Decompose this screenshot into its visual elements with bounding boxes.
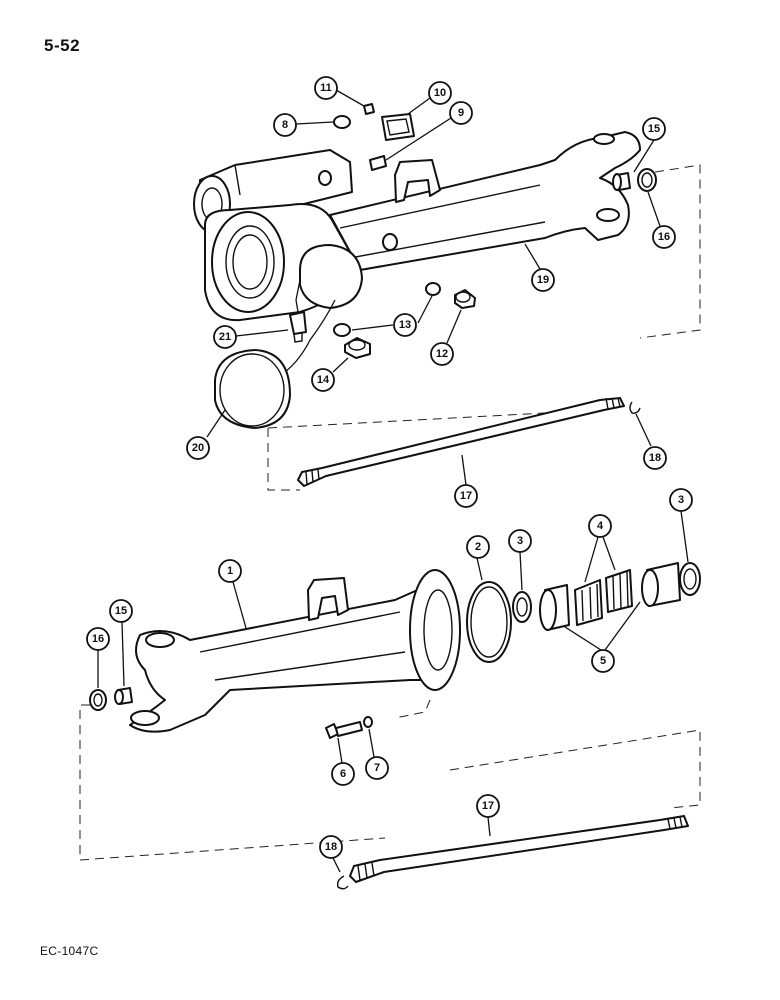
svg-text:18: 18	[649, 452, 661, 464]
svg-text:9: 9	[458, 107, 464, 119]
callout-14: 14	[311, 368, 335, 392]
figure-code: EC-1047C	[40, 944, 99, 958]
axle-shaft-17-lower	[349, 815, 689, 883]
svg-text:1: 1	[227, 565, 233, 577]
callout-18-lower: 18	[319, 835, 343, 859]
bearing-cone-4-right	[605, 569, 633, 613]
svg-text:21: 21	[219, 331, 231, 343]
bearing-cup-5-right	[641, 562, 681, 607]
snap-ring-18-lower	[336, 875, 349, 890]
svg-text:16: 16	[658, 231, 670, 243]
upper-axle-housing	[193, 131, 641, 373]
svg-text:5: 5	[600, 655, 606, 667]
callout-21: 21	[213, 325, 237, 349]
svg-text:16: 16	[92, 633, 104, 645]
svg-text:15: 15	[115, 605, 127, 617]
svg-text:6: 6	[340, 768, 346, 780]
callout-2: 2	[466, 535, 490, 559]
callout-7: 7	[365, 756, 389, 780]
cover-plate-10	[381, 113, 415, 141]
svg-text:13: 13	[399, 319, 411, 331]
callout-10: 10	[428, 81, 452, 105]
lower-axle-housing	[129, 569, 461, 733]
cap-screw-11	[363, 103, 375, 115]
plug-8	[333, 115, 351, 129]
callout-4: 4	[588, 514, 612, 538]
callout-15-upper: 15	[642, 117, 666, 141]
bushing-15-lower	[114, 687, 133, 705]
callout-18-upper: 18	[643, 446, 667, 470]
seal-16-lower	[89, 689, 107, 711]
callout-16-upper: 16	[652, 225, 676, 249]
washer-7	[363, 716, 373, 728]
callout-8: 8	[273, 113, 297, 137]
cap-20	[214, 349, 291, 429]
svg-text:20: 20	[192, 442, 204, 454]
sensor-21	[289, 311, 307, 343]
callout-19: 19	[531, 268, 555, 292]
page-number: 5-52	[44, 36, 81, 55]
callout-15-lower: 15	[109, 599, 133, 623]
callout-1: 1	[218, 559, 242, 583]
callout-17-upper: 17	[454, 484, 478, 508]
bearing-cup-5-left	[539, 584, 570, 631]
leader-lines	[97, 89, 689, 873]
callout-9: 9	[449, 101, 473, 125]
callout-6: 6	[331, 762, 355, 786]
svg-text:2: 2	[475, 541, 481, 553]
svg-text:15: 15	[648, 123, 660, 135]
svg-text:8: 8	[282, 119, 288, 131]
callout-3-right: 3	[669, 488, 693, 512]
svg-text:10: 10	[434, 87, 446, 99]
shim-3-right	[679, 562, 701, 596]
callout-12: 12	[430, 342, 454, 366]
svg-text:17: 17	[460, 490, 472, 502]
svg-text:19: 19	[537, 274, 549, 286]
lower-assembly-dashed-outline	[79, 699, 701, 861]
callout-5: 5	[591, 649, 615, 673]
seal-16-upper	[637, 168, 657, 192]
snap-ring-18-upper	[629, 401, 641, 414]
bushing-15-upper	[612, 172, 631, 191]
axle-shaft-17-upper	[297, 397, 625, 487]
svg-text:3: 3	[678, 494, 684, 506]
plug-14	[344, 337, 371, 359]
breather-9	[369, 155, 387, 171]
svg-text:7: 7	[374, 762, 380, 774]
callout-11: 11	[314, 76, 338, 100]
callout-13: 13	[393, 313, 417, 337]
svg-text:3: 3	[517, 535, 523, 547]
svg-text:11: 11	[320, 82, 332, 94]
plug-12	[454, 289, 476, 309]
callout-3-left: 3	[508, 529, 532, 553]
svg-text:14: 14	[317, 374, 330, 386]
svg-text:12: 12	[436, 348, 448, 360]
svg-text:4: 4	[597, 520, 604, 532]
shim-3-left	[512, 591, 532, 623]
callout-16-lower: 16	[86, 627, 110, 651]
callout-20: 20	[186, 436, 210, 460]
o-ring-2	[466, 581, 512, 663]
callout-17-lower: 17	[476, 794, 500, 818]
svg-text:17: 17	[482, 800, 494, 812]
svg-text:18: 18	[325, 841, 337, 853]
bolt-6	[325, 721, 363, 739]
o-ring-13	[333, 282, 441, 337]
bearing-cone-4-left	[574, 579, 603, 626]
